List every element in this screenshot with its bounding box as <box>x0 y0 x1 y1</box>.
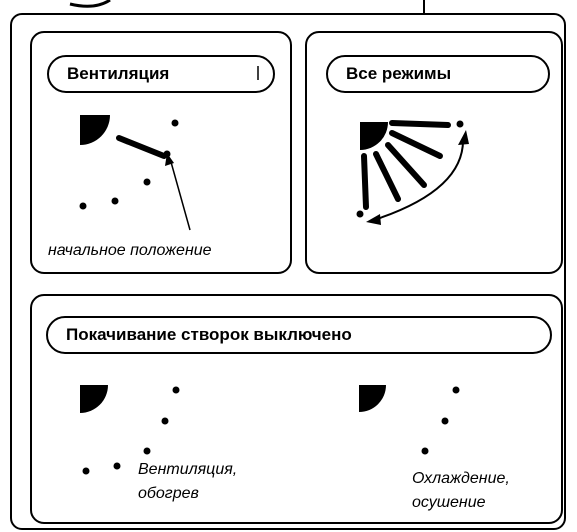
position-dot-icon <box>456 120 464 128</box>
all-modes-label: Все режимы <box>326 55 550 93</box>
position-dot-icon <box>113 462 121 470</box>
position-dot-icon <box>143 178 151 186</box>
ventilation-label: Вентиляция <box>47 55 275 93</box>
swing-off-left-caption-1: Вентиляция, <box>138 461 238 478</box>
swing-off-label: Покачивание створок выключено <box>46 316 552 354</box>
ventilation-title: Вентиляция <box>67 64 170 83</box>
quarter-circle-vent-icon <box>359 385 386 412</box>
position-dot-icon <box>172 386 180 394</box>
position-dot-icon <box>452 386 460 394</box>
quarter-circle-vent-icon <box>360 122 388 150</box>
position-dot-icon <box>356 210 364 218</box>
arrowhead-icon <box>366 214 381 225</box>
diagram-frame <box>10 13 566 530</box>
swing-off-right-caption-1: Охлаждение, <box>412 470 510 487</box>
louver-blade-icon <box>385 142 427 188</box>
arrowhead-icon <box>458 130 469 145</box>
louver-blade-icon <box>116 135 167 159</box>
quarter-circle-vent-icon <box>80 115 110 145</box>
arrowhead-icon <box>165 153 174 166</box>
fragment-stroke <box>69 0 111 8</box>
position-dot-icon <box>441 417 449 425</box>
position-dot-icon <box>161 417 169 425</box>
position-dot-icon <box>82 467 90 475</box>
position-dot-icon <box>79 202 87 210</box>
position-dot-icon <box>421 447 429 455</box>
louver-blade-icon <box>389 130 443 159</box>
swing-arc-arrow-icon <box>373 137 465 221</box>
ventilation-caption: начальное положение <box>48 242 212 259</box>
louver-blade-icon <box>389 120 451 128</box>
swing-off-title: Покачивание створок выключено <box>66 325 352 344</box>
position-dot-icon <box>111 197 119 205</box>
swing-off-right-caption-2: осушение <box>412 494 486 511</box>
all-modes-title: Все режимы <box>346 64 452 83</box>
position-dot-icon <box>143 447 151 455</box>
swing-off-left-caption-2: обогрев <box>138 485 199 502</box>
position-dot-icon <box>171 119 179 127</box>
quarter-circle-vent-icon <box>80 385 108 413</box>
louver-blade-icon <box>361 153 369 210</box>
louver-blade-icon <box>373 151 401 202</box>
pointer-line <box>170 161 191 231</box>
